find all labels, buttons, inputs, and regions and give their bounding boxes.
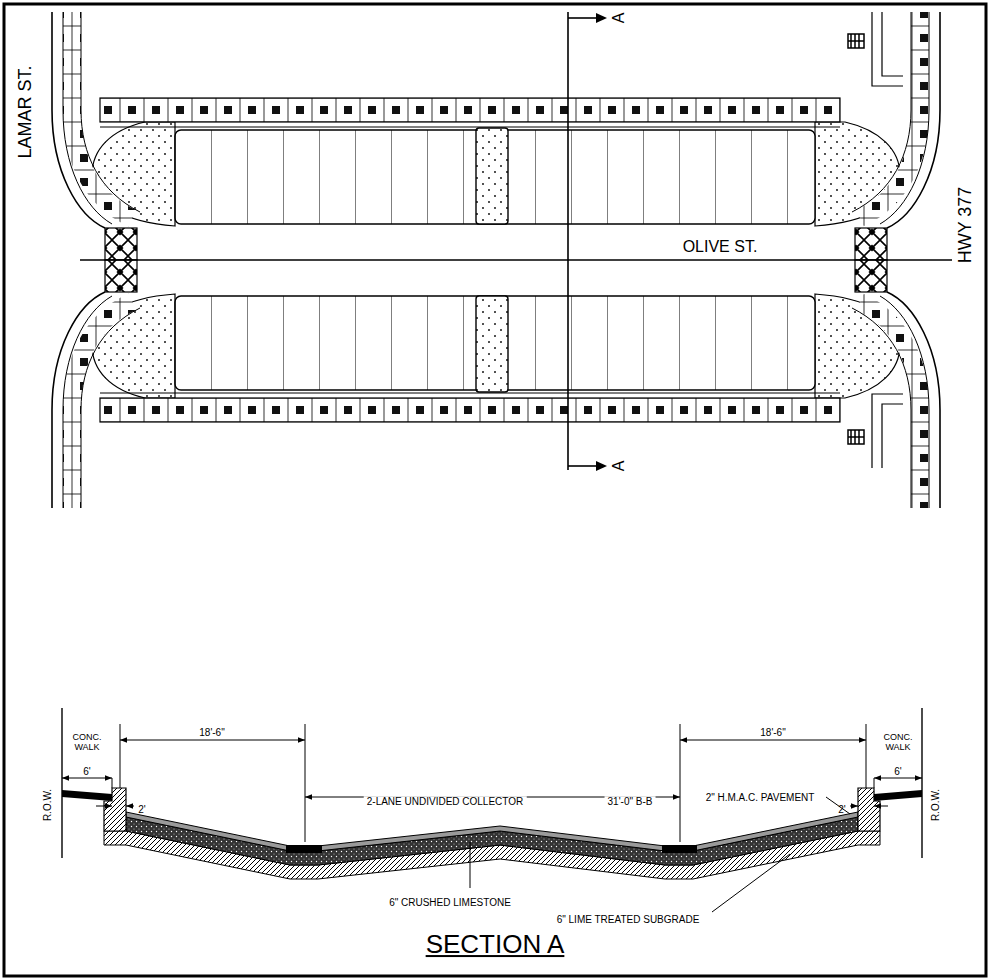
- leader-lines: [470, 797, 850, 912]
- street-name: HWY 377: [955, 187, 976, 264]
- street-centerline: [80, 259, 952, 261]
- street-name: OLIVE ST.: [683, 238, 758, 256]
- planter-island: [476, 128, 508, 224]
- curb-line: [887, 12, 940, 228]
- dimension-label: 2': [838, 804, 845, 816]
- building-corner: [848, 12, 903, 86]
- curb: [858, 788, 880, 831]
- dimension-label: 18'-6": [760, 727, 785, 739]
- dimension-lines: [62, 724, 922, 842]
- crosswalk: [105, 228, 137, 260]
- walk-edge: [81, 12, 140, 212]
- dimension-label: 6': [894, 766, 901, 778]
- part-label: R.O.W.: [42, 789, 54, 821]
- part-label: CONC. WALK: [884, 732, 913, 753]
- dimension-label: 31'-0" B-B: [605, 796, 656, 808]
- lower-block: [52, 260, 940, 508]
- curb: [104, 788, 126, 831]
- dimension-label: 6': [83, 766, 90, 778]
- road-class-label: 2-LANE UNDIVIDED COLLECTOR: [364, 796, 527, 808]
- hmac-pavement: [126, 812, 858, 851]
- frame: [4, 4, 986, 976]
- curb-line: [52, 12, 105, 228]
- part-label: CONC. WALK: [73, 732, 102, 753]
- walk-edge: [100, 127, 840, 128]
- row-line: [921, 708, 922, 858]
- dimension-label: 2': [138, 804, 145, 816]
- gutter: [286, 845, 322, 853]
- street-name: LAMAR ST.: [15, 65, 36, 158]
- crosswalk: [855, 228, 887, 260]
- cross-section: [62, 708, 922, 912]
- material-label: 6" CRUSHED LIMESTONE: [389, 897, 511, 909]
- upper-block: [52, 12, 940, 260]
- paver-sidewalk: [100, 98, 840, 122]
- section-marker: A: [610, 461, 628, 472]
- section-marker: A: [610, 13, 628, 24]
- building-corner: [848, 394, 903, 468]
- row-line: [61, 708, 62, 858]
- section-title: SECTION A: [426, 930, 565, 960]
- material-label: 2" H.M.A.C. PAVEMENT: [706, 792, 815, 804]
- gutter: [662, 845, 697, 853]
- concrete-walk: [874, 790, 922, 801]
- dimension-label: 18'-6": [199, 727, 224, 739]
- part-label: R.O.W.: [930, 789, 942, 821]
- crushed-limestone: [126, 817, 858, 865]
- material-label: 6" LIME TREATED SUBGRADE: [557, 914, 700, 926]
- section-cut-line: [568, 12, 607, 471]
- concrete-walk: [62, 790, 112, 801]
